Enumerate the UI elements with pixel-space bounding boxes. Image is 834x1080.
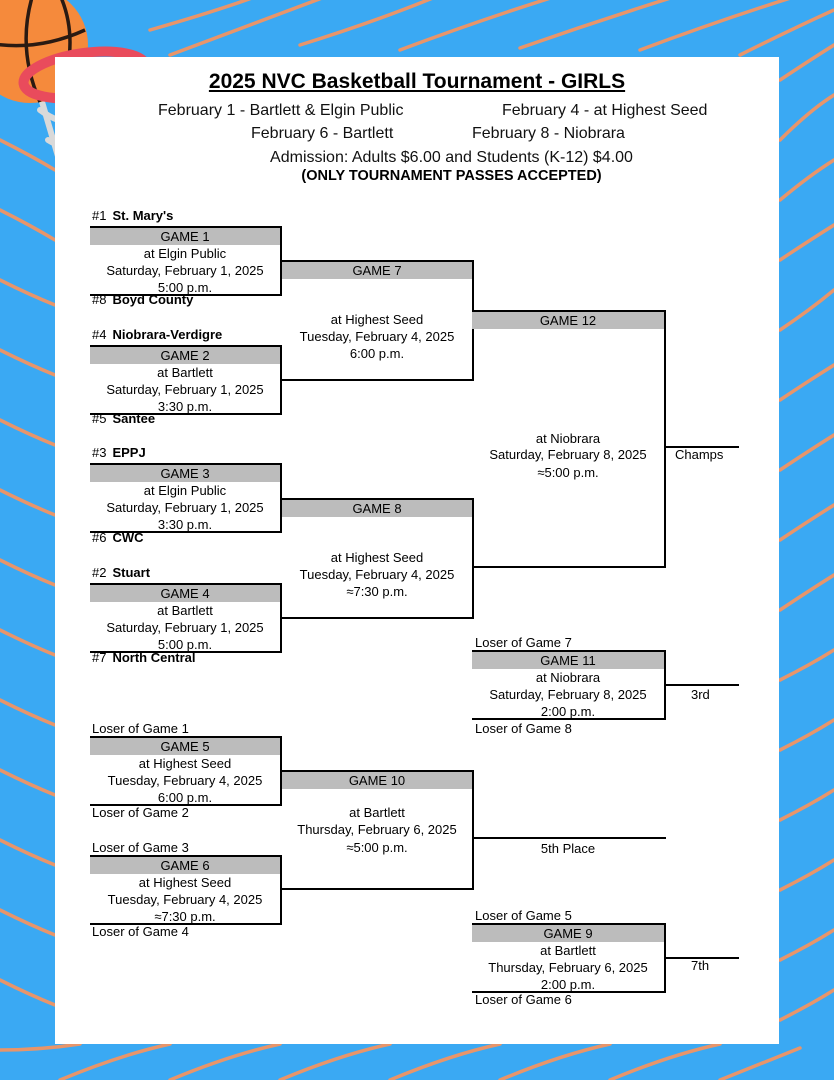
loser-game-2: Loser of Game 2 xyxy=(92,805,189,820)
game-4-venue: at Bartlett xyxy=(157,603,213,618)
game-9-venue: at Bartlett xyxy=(540,943,596,958)
loser-game-7: Loser of Game 7 xyxy=(475,635,572,650)
game-11: GAME 11 at Niobrara Saturday, February 8… xyxy=(472,650,666,720)
game-1-date: Saturday, February 1, 2025 xyxy=(106,263,264,278)
champs-line xyxy=(664,446,739,448)
game-12-date: Saturday, February 8, 2025 xyxy=(489,447,647,462)
game-10-date: Thursday, February 6, 2025 xyxy=(297,822,457,837)
game-6: GAME 6 at Highest Seed Tuesday, February… xyxy=(90,855,282,925)
game-2-date: Saturday, February 1, 2025 xyxy=(106,382,264,397)
fifth-label: 5th Place xyxy=(540,841,596,856)
game-8: GAME 8 xyxy=(282,498,474,619)
game-7-label: GAME 7 xyxy=(282,262,472,279)
game-4-time: 5:00 p.m. xyxy=(157,637,213,652)
game-4-date: Saturday, February 1, 2025 xyxy=(106,620,264,635)
game-5-venue: at Highest Seed xyxy=(138,756,232,771)
game-10: GAME 10 xyxy=(282,770,474,890)
game-10-venue: at Bartlett xyxy=(349,805,405,820)
seventh-line xyxy=(664,957,739,959)
game-1: GAME 1 at Elgin Public Saturday, Februar… xyxy=(90,226,282,296)
game-2-time: 3:30 p.m. xyxy=(157,399,213,414)
game-10-time: ≈5:00 p.m. xyxy=(346,840,408,855)
game-6-label: GAME 6 xyxy=(90,857,280,874)
game-3-venue: at Elgin Public xyxy=(143,483,227,498)
loser-game-3: Loser of Game 3 xyxy=(92,840,189,855)
bracket-sheet xyxy=(55,57,779,1044)
game-1-time: 5:00 p.m. xyxy=(157,280,213,295)
game-9-label: GAME 9 xyxy=(472,925,664,942)
game-4: GAME 4 at Bartlett Saturday, February 1,… xyxy=(90,583,282,653)
loser-game-4: Loser of Game 4 xyxy=(92,924,189,939)
game-1-label: GAME 1 xyxy=(90,228,280,245)
game-3-label: GAME 3 xyxy=(90,465,280,482)
game-9-date: Thursday, February 6, 2025 xyxy=(488,960,648,975)
game-12-time: ≈5:00 p.m. xyxy=(537,465,599,480)
game-12: GAME 12 xyxy=(472,310,666,568)
loser-game-1: Loser of Game 1 xyxy=(92,721,189,736)
game-3: GAME 3 at Elgin Public Saturday, Februar… xyxy=(90,463,282,533)
game-11-label: GAME 11 xyxy=(472,652,664,669)
game-12-label: GAME 12 xyxy=(472,312,664,329)
game-7-venue: at Highest Seed xyxy=(330,312,424,327)
date-feb6: February 6 - Bartlett xyxy=(251,125,394,142)
game-7-date: Tuesday, February 4, 2025 xyxy=(299,329,455,344)
game-6-date: Tuesday, February 4, 2025 xyxy=(107,892,263,907)
loser-game-8: Loser of Game 8 xyxy=(475,721,572,736)
game-9-time: 2:00 p.m. xyxy=(540,977,596,992)
game-5: GAME 5 at Highest Seed Tuesday, February… xyxy=(90,736,282,806)
game-5-time: 6:00 p.m. xyxy=(157,790,213,805)
game-11-venue: at Niobrara xyxy=(535,670,601,685)
page-title: 2025 NVC Basketball Tournament - GIRLS xyxy=(208,70,626,93)
game-8-label: GAME 8 xyxy=(282,500,472,517)
third-label: 3rd xyxy=(691,687,710,702)
game-5-label: GAME 5 xyxy=(90,738,280,755)
game-1-venue: at Elgin Public xyxy=(143,246,227,261)
champs-label: Champs xyxy=(675,447,724,462)
game-2-label: GAME 2 xyxy=(90,347,280,364)
game-8-date: Tuesday, February 4, 2025 xyxy=(299,567,455,582)
game-6-time: ≈7:30 p.m. xyxy=(154,909,216,924)
date-feb8: February 8 - Niobrara xyxy=(472,125,625,142)
seventh-label: 7th xyxy=(691,958,710,973)
date-feb1: February 1 - Bartlett & Elgin Public xyxy=(158,102,404,119)
game-8-time: ≈7:30 p.m. xyxy=(346,584,408,599)
admission-info: Admission: Adults $6.00 and Students (K-… xyxy=(270,149,633,166)
game-8-venue: at Highest Seed xyxy=(330,550,424,565)
game-2-venue: at Bartlett xyxy=(157,365,213,380)
game-12-venue: at Niobrara xyxy=(535,431,601,446)
third-line xyxy=(664,684,739,686)
loser-game-6: Loser of Game 6 xyxy=(475,992,572,1007)
game-3-date: Saturday, February 1, 2025 xyxy=(106,500,264,515)
game-6-venue: at Highest Seed xyxy=(138,875,232,890)
date-feb4: February 4 - at Highest Seed xyxy=(502,102,708,119)
game-9: GAME 9 at Bartlett Thursday, February 6,… xyxy=(472,923,666,993)
game-2: GAME 2 at Bartlett Saturday, February 1,… xyxy=(90,345,282,415)
game-11-time: 2:00 p.m. xyxy=(540,704,596,719)
loser-game-5: Loser of Game 5 xyxy=(475,908,572,923)
game-7-time: 6:00 p.m. xyxy=(349,346,405,361)
game-3-time: 3:30 p.m. xyxy=(157,517,213,532)
fifth-line xyxy=(472,837,666,839)
game-10-label: GAME 10 xyxy=(282,772,472,789)
game-5-date: Tuesday, February 4, 2025 xyxy=(107,773,263,788)
game-4-label: GAME 4 xyxy=(90,585,280,602)
passes-note: (ONLY TOURNAMENT PASSES ACCEPTED) xyxy=(301,168,602,184)
game-11-date: Saturday, February 8, 2025 xyxy=(489,687,647,702)
